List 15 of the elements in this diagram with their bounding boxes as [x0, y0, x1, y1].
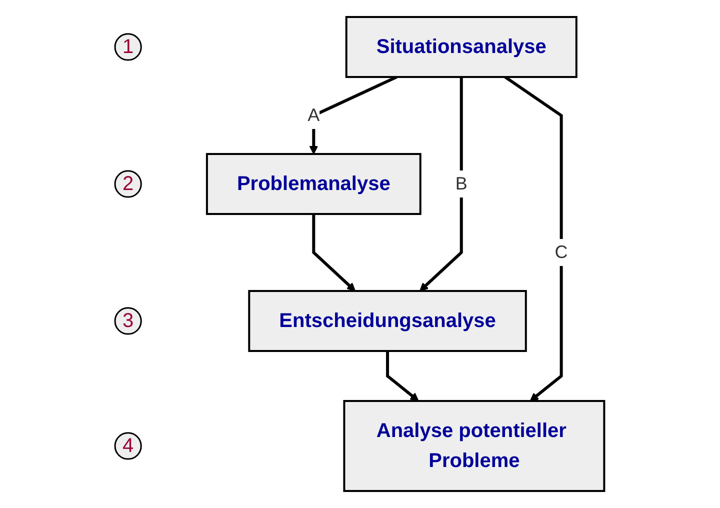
node-box: Entscheidungsanalyse — [248, 290, 528, 352]
node-circle: 2 — [114, 170, 142, 198]
edge-label: A — [308, 104, 320, 125]
arrow — [504, 76, 564, 402]
arrow — [312, 214, 356, 292]
node-box: Problemanalyse — [206, 153, 422, 215]
edge-label: B — [456, 173, 468, 194]
node-circle: 1 — [114, 33, 142, 61]
node-box: Situationsanalyse — [346, 16, 578, 78]
arrow — [386, 351, 420, 402]
node-circle: 3 — [114, 307, 142, 335]
node-circle: 4 — [114, 432, 142, 460]
node-box: Analyse potentieller Probleme — [344, 400, 606, 492]
arrow — [420, 77, 464, 292]
edge-label: C — [555, 242, 568, 262]
